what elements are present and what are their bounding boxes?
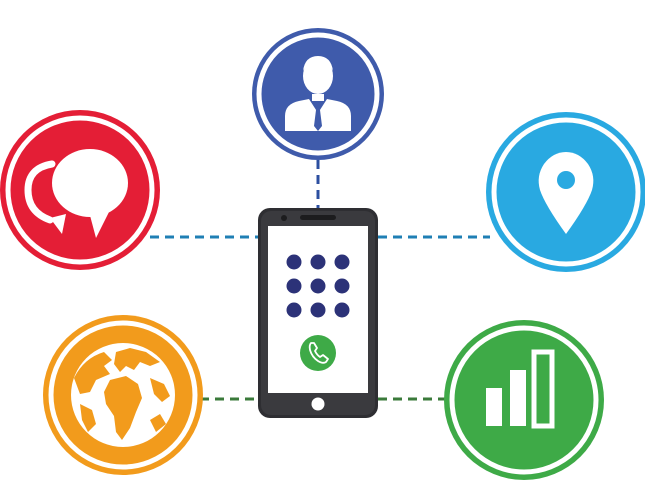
- home-button[interactable]: [311, 397, 325, 411]
- user-icon: [285, 56, 351, 131]
- chat-bubbles-icon: [24, 149, 128, 238]
- globe-node: [43, 315, 203, 475]
- keypad-dot[interactable]: [310, 278, 326, 294]
- keypad-dot[interactable]: [310, 302, 326, 318]
- phone-call-icon: [308, 342, 329, 364]
- keypad-dot[interactable]: [286, 302, 302, 318]
- chat-node: [0, 110, 160, 270]
- phone-speaker: [300, 215, 336, 220]
- keypad-dot[interactable]: [334, 254, 350, 270]
- keypad: [286, 254, 350, 318]
- keypad-dot[interactable]: [286, 254, 302, 270]
- connectors: [150, 160, 490, 401]
- phone-camera: [281, 215, 287, 221]
- keypad-dot[interactable]: [310, 254, 326, 270]
- smartphone: [258, 208, 378, 418]
- user-node: [252, 28, 384, 160]
- signal-bars-icon: [486, 349, 555, 429]
- keypad-dot[interactable]: [334, 302, 350, 318]
- map-pin-icon: [538, 152, 594, 234]
- call-button[interactable]: [300, 335, 336, 371]
- signal-node: [444, 320, 604, 480]
- keypad-dot[interactable]: [286, 278, 302, 294]
- globe-icon: [71, 343, 175, 447]
- location-node: [486, 112, 645, 272]
- keypad-dot[interactable]: [334, 278, 350, 294]
